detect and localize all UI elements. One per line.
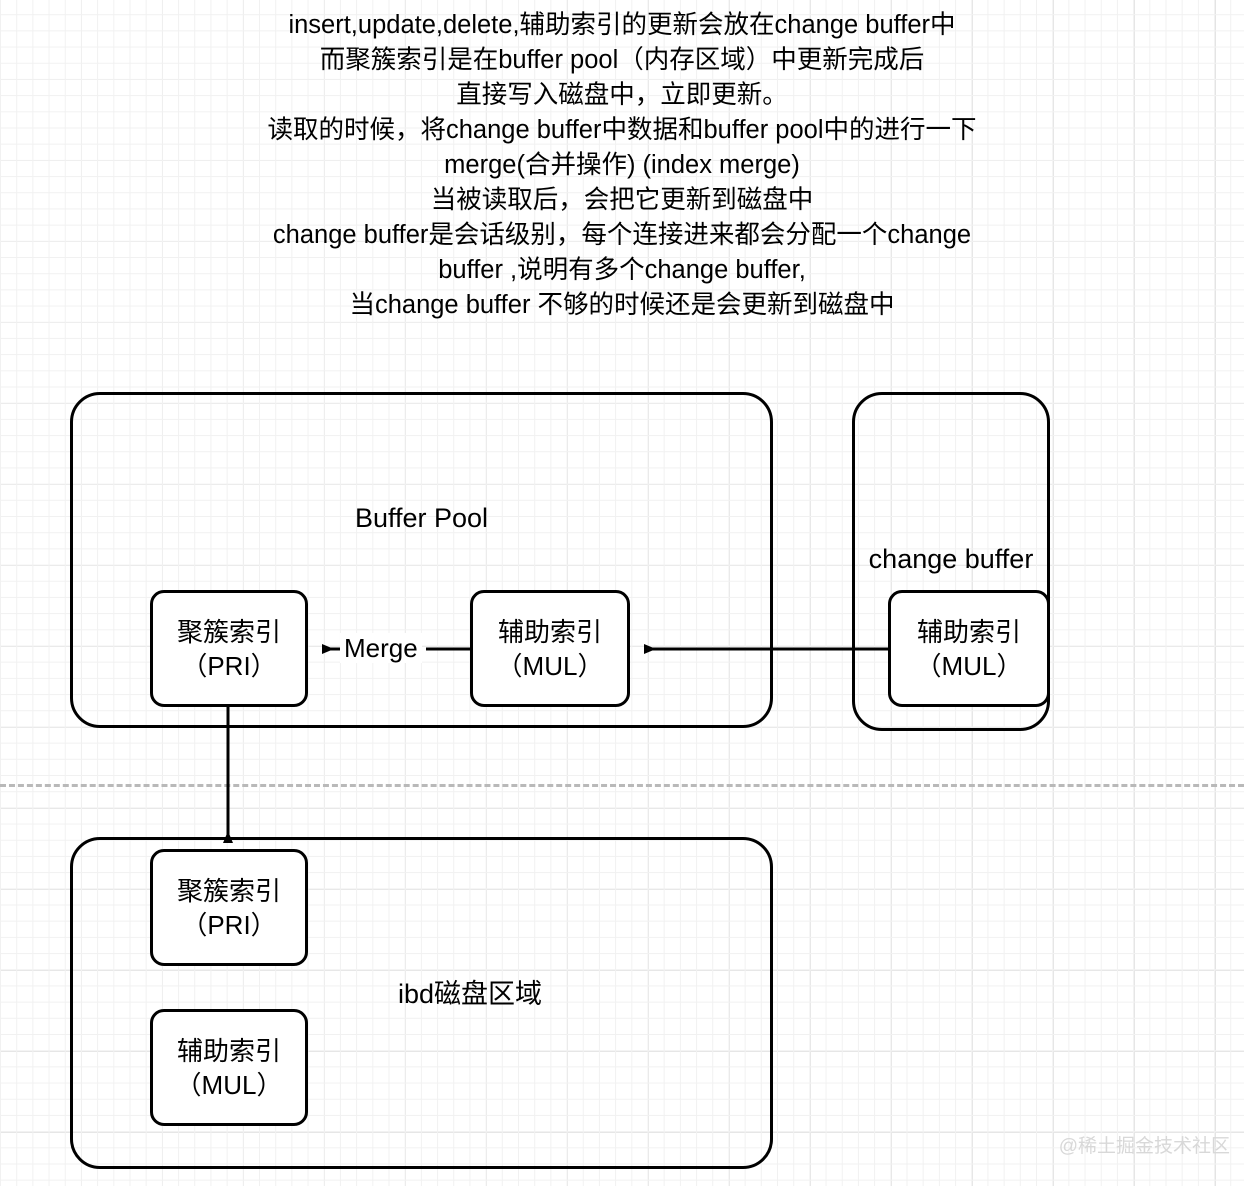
cell-label-line2: （MUL） [915, 650, 1023, 681]
cell-label-line2: （PRI） [181, 650, 277, 681]
cell-label-line1: 辅助索引 [916, 616, 1021, 647]
note-line-1: insert,update,delete,辅助索引的更新会放在change bu… [288, 11, 956, 39]
change-buffer-title: change buffer [868, 544, 1034, 574]
buffer-pool-container [70, 392, 773, 728]
note-line-5: merge(合并操作) (index merge) [444, 151, 800, 179]
buffer-pool-clustered-index-cell[interactable]: 聚簇索引 （PRI） [150, 590, 308, 707]
note-line-8: buffer ,说明有多个change buffer, [438, 256, 806, 284]
note-line-9: 当change buffer 不够的时候还是会更新到磁盘中 [349, 291, 895, 319]
note-line-3: 直接写入磁盘中，立即更新。 [456, 81, 788, 109]
cell-label-line1: 聚簇索引 [176, 616, 281, 647]
ibd-disk-container [70, 837, 773, 1169]
note-line-4: 读取的时候，将change buffer中数据和buffer pool中的进行一… [267, 116, 977, 144]
cell-label-line2: （MUL） [175, 1069, 283, 1100]
cell-label-line2: （PRI） [181, 909, 277, 940]
cell-label-line1: 聚簇索引 [176, 875, 281, 906]
memory-disk-separator [0, 784, 1244, 787]
note-line-6: 当被读取后，会把它更新到磁盘中 [430, 186, 814, 214]
ibd-disk-title: ibd磁盘区域 [397, 979, 543, 1009]
disk-secondary-index-cell[interactable]: 辅助索引 （MUL） [150, 1009, 308, 1126]
note-line-7: change buffer是会话级别，每个连接进来都会分配一个change [272, 221, 972, 249]
cell-label-line2: （MUL） [496, 650, 604, 681]
change-buffer-container [852, 392, 1050, 731]
buffer-pool-secondary-index-cell[interactable]: 辅助索引 （MUL） [470, 590, 630, 707]
note-line-2: 而聚簇索引是在buffer pool（内存区域）中更新完成后 [319, 46, 925, 74]
buffer-pool-title: Buffer Pool [354, 503, 489, 533]
watermark: @稀土掘金技术社区 [1058, 1136, 1230, 1157]
cell-label-line1: 辅助索引 [176, 1035, 281, 1066]
change-buffer-secondary-index-cell[interactable]: 辅助索引 （MUL） [888, 590, 1050, 707]
cell-label-line1: 辅助索引 [497, 616, 602, 647]
merge-edge-label: Merge [340, 633, 422, 663]
explanatory-note: insert,update,delete,辅助索引的更新会放在change bu… [0, 8, 1244, 323]
disk-clustered-index-cell[interactable]: 聚簇索引 （PRI） [150, 849, 308, 966]
